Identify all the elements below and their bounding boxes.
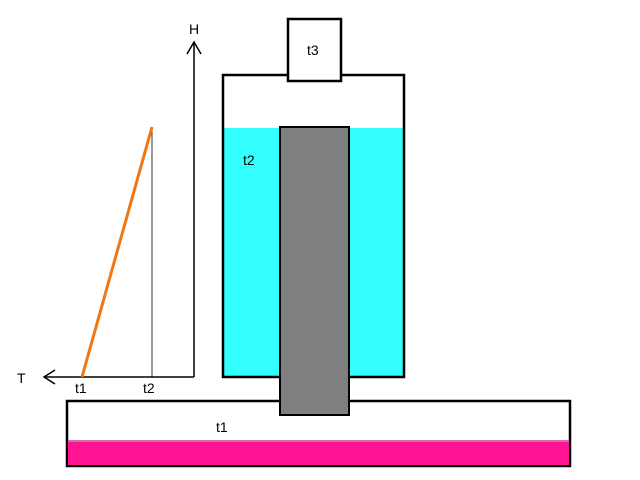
base-label: t1 bbox=[216, 419, 228, 435]
temperature-profile-line bbox=[80, 126, 154, 378]
horizontal-axis-label: T bbox=[17, 370, 26, 386]
horizontal-axis-arrow-icon bbox=[42, 369, 56, 385]
tick-label-t1: t1 bbox=[75, 380, 87, 396]
liquid-label: t2 bbox=[243, 152, 255, 168]
tick-label-t2: t2 bbox=[143, 380, 155, 396]
temperature-height-graph: H T t1 t2 bbox=[17, 21, 202, 396]
cap-label: t3 bbox=[307, 42, 319, 58]
vertical-axis-arrow-icon bbox=[186, 40, 202, 55]
heating-rod bbox=[279, 126, 350, 416]
vertical-axis-label: H bbox=[189, 21, 199, 37]
tank-cap bbox=[286, 17, 343, 83]
heater-strip bbox=[68, 442, 569, 465]
